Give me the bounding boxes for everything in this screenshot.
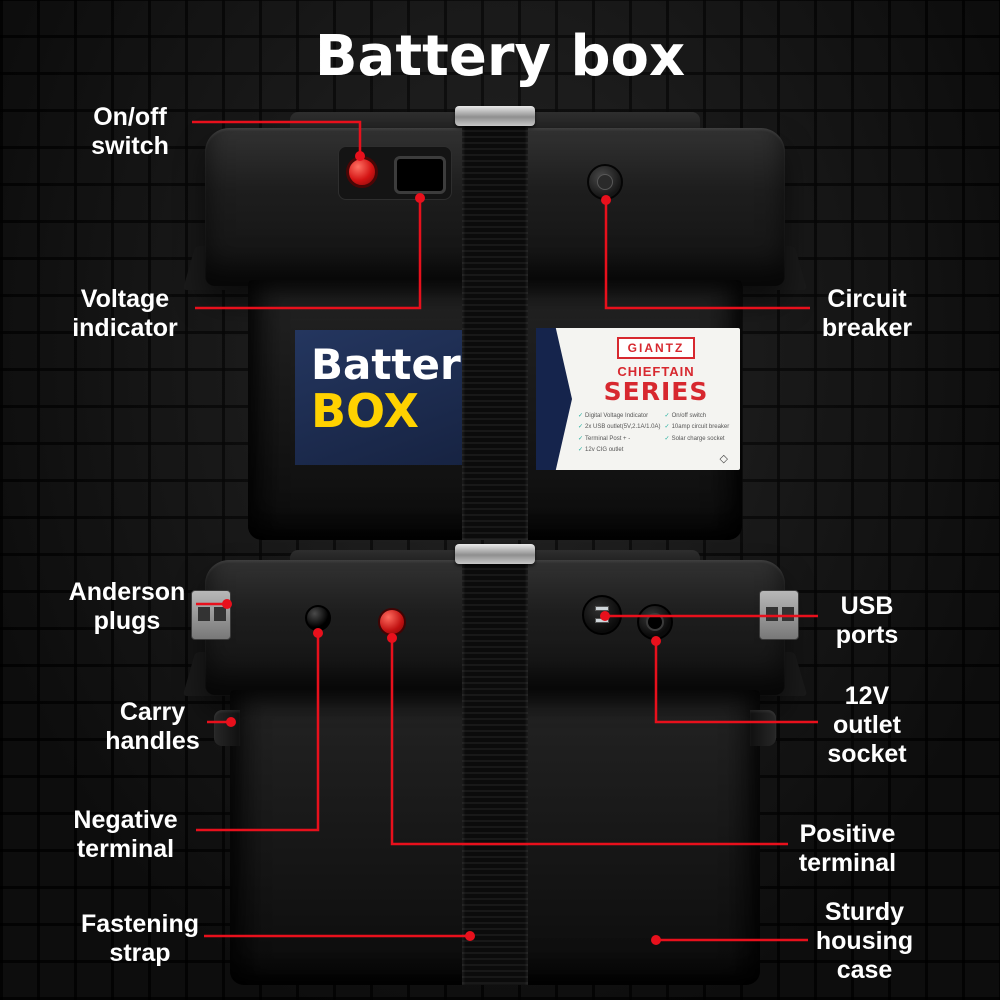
circuit-breaker <box>587 164 623 200</box>
feature-item: ✓12v CIG outlet <box>578 445 661 456</box>
certification-mark-icon: ◇ <box>719 453 728 465</box>
check-icon: ✓ <box>578 435 584 442</box>
fastening-strap <box>462 550 528 985</box>
callout-line <box>192 120 362 153</box>
plug-slot <box>214 607 226 621</box>
circuit-breaker-button <box>597 174 613 190</box>
plug-slot <box>782 607 794 621</box>
feature-item: ✓On/off switch <box>665 411 734 422</box>
fastening-strap-front <box>462 112 528 540</box>
check-icon: ✓ <box>578 424 584 431</box>
feature-text: On/off switch <box>671 413 707 419</box>
socket-bore <box>646 613 664 631</box>
check-icon: ✓ <box>664 435 670 442</box>
plug-slot <box>198 607 210 621</box>
usb-slot <box>595 606 609 611</box>
plug-slot <box>766 607 778 621</box>
feature-text: 10amp circuit breaker <box>671 424 730 431</box>
callout-dot <box>600 611 610 621</box>
callout-dot <box>226 717 236 727</box>
callout-line <box>654 643 818 724</box>
feature-list-right: ✓On/off switch ✓10amp circuit breaker ✓S… <box>665 411 734 457</box>
callout-anderson-plugs: Anderson plugs <box>68 578 186 635</box>
battery-box-front-view: Batter BOX GIANTZ CHIEFTAIN SERIES ✓Digi… <box>182 106 808 540</box>
page-title: Battery box <box>314 24 686 89</box>
battery-word: Batter <box>311 340 461 389</box>
product-info-label: GIANTZ CHIEFTAIN SERIES ✓Digital Voltage… <box>536 328 740 470</box>
callout-positive-terminal: Positive terminal <box>798 820 897 877</box>
box-word: BOX <box>311 384 419 439</box>
feature-text: Solar charge socket <box>671 435 725 442</box>
callout-line <box>196 635 320 832</box>
callout-dot <box>355 151 365 161</box>
feature-text: Terminal Post + - <box>585 435 631 442</box>
check-icon: ✓ <box>664 413 670 419</box>
voltage-indicator <box>394 156 446 194</box>
callout-dot <box>651 636 661 646</box>
callout-usb-ports: USB ports <box>835 592 899 649</box>
carry-handle-right <box>750 710 776 746</box>
callout-sturdy-housing-case: Sturdy housing case <box>815 898 914 984</box>
callout-dot <box>601 195 611 205</box>
negative-terminal <box>305 605 331 631</box>
callout-dot <box>415 193 425 203</box>
feature-item: ✓Digital Voltage Indicator <box>578 411 661 422</box>
callout-carry-handles: Carry handles <box>105 698 200 755</box>
callout-dot <box>313 628 323 638</box>
callout-dot <box>651 935 661 945</box>
callout-line-group <box>192 120 818 942</box>
strap-buckle <box>455 106 535 126</box>
12v-outlet-socket <box>637 604 673 640</box>
brand-logo: GIANTZ <box>616 337 696 359</box>
label-content: GIANTZ CHIEFTAIN SERIES ✓Digital Voltage… <box>576 328 736 470</box>
callout-circuit-breaker: Circuit breaker <box>821 285 913 342</box>
feature-list-left: ✓Digital Voltage Indicator ✓2x USB outle… <box>578 411 661 457</box>
check-icon: ✓ <box>578 447 584 454</box>
series-word: SERIES <box>603 377 709 406</box>
callout-voltage-indicator: Voltage indicator <box>72 285 178 342</box>
callout-dot <box>387 633 397 643</box>
feature-text: 12v CIG outlet <box>585 447 624 454</box>
callout-dot-group <box>222 151 661 945</box>
check-icon: ✓ <box>578 413 584 419</box>
feature-text: Digital Voltage Indicator <box>585 413 649 419</box>
callout-on-off-switch: On/off switch <box>91 103 169 160</box>
strap-buckle <box>455 544 535 564</box>
callout-line <box>604 202 810 310</box>
anderson-plug-left <box>191 590 231 640</box>
callout-fastening-strap: Fastening strap <box>80 910 200 967</box>
feature-item: ✓2x USB outlet(5V,2.1A/1.0A) <box>578 422 661 433</box>
feature-item: ✓Solar charge socket <box>665 434 734 445</box>
callout-negative-terminal: Negative terminal <box>73 806 178 863</box>
feature-item: ✓10amp circuit breaker <box>665 422 734 433</box>
carry-handle-left <box>214 710 240 746</box>
series-name: CHIEFTAIN <box>617 364 695 379</box>
callout-12v-outlet-socket: 12V outlet socket <box>827 682 907 768</box>
feature-lists: ✓Digital Voltage Indicator ✓2x USB outle… <box>576 411 736 457</box>
feature-item: ✓Terminal Post + - <box>578 434 661 445</box>
callout-dot <box>222 599 232 609</box>
feature-text: 2x USB outlet(5V,2.1A/1.0A) <box>585 424 661 431</box>
callout-line <box>390 640 788 846</box>
callout-line <box>195 201 422 310</box>
check-icon: ✓ <box>664 424 670 431</box>
callout-dot <box>465 931 475 941</box>
battery-box-rear-view <box>182 544 808 988</box>
